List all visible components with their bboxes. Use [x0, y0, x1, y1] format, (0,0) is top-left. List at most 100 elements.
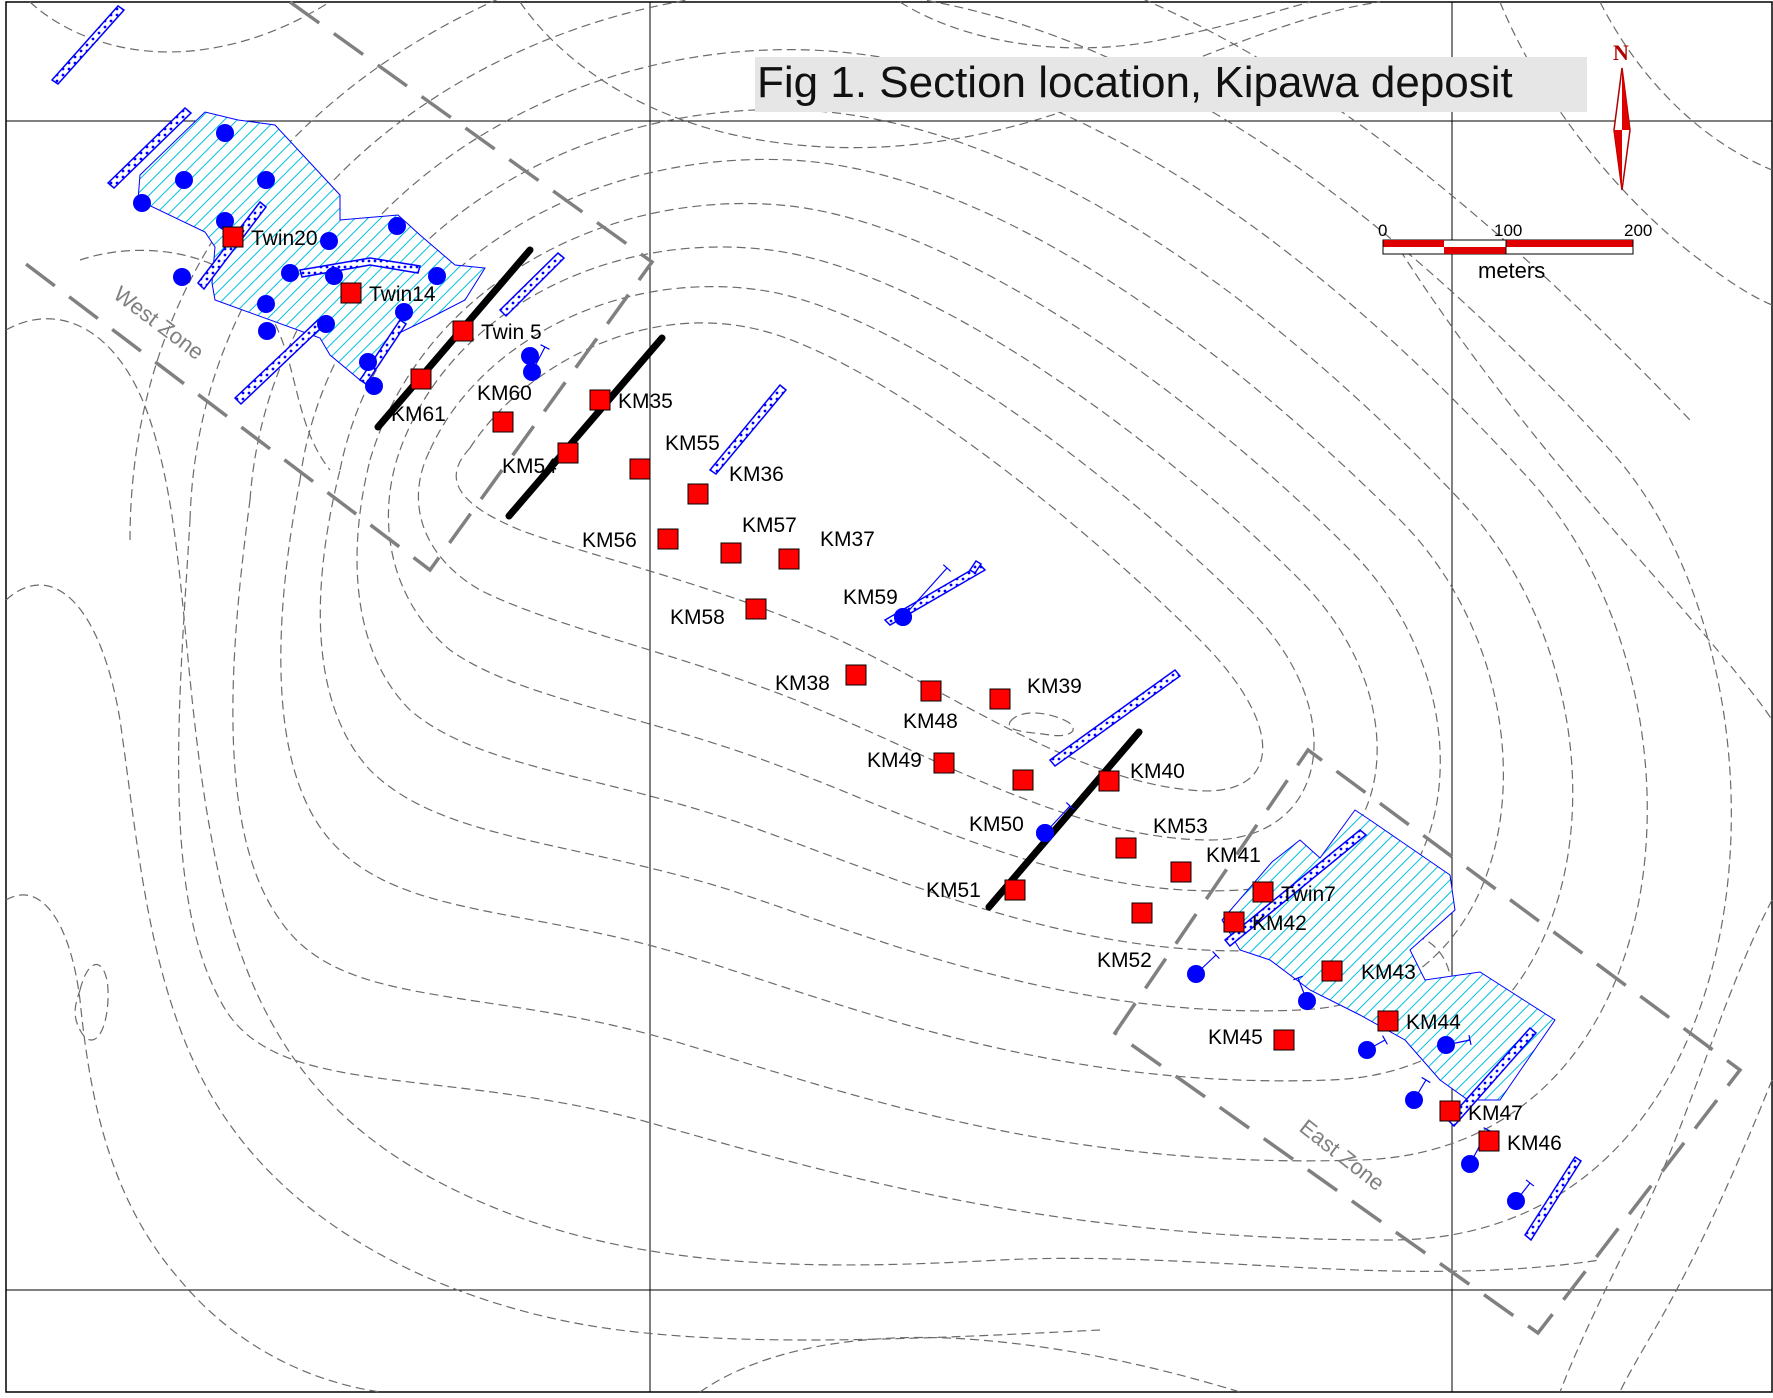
blue-drill-hole — [175, 171, 193, 189]
west-zone-outline — [12, 0, 655, 573]
drill-hole-km38 — [845, 664, 867, 686]
hole-trace-end — [1468, 1034, 1472, 1046]
blue-drill-hole — [521, 347, 539, 365]
label-twin7: Twin7 — [1281, 883, 1336, 906]
label-km48: KM48 — [903, 710, 958, 733]
scale-unit: meters — [1478, 258, 1545, 283]
scale-bar: 0 100 200 meters — [1378, 221, 1652, 283]
label-km36: KM36 — [729, 463, 784, 486]
blue-drill-hole — [216, 212, 234, 230]
label-km60: KM60 — [477, 382, 532, 405]
label-twin-5: Twin 5 — [481, 321, 542, 344]
blue-drill-hole — [523, 363, 541, 381]
red-drill-holes — [222, 226, 1500, 1152]
label-km46: KM46 — [1507, 1132, 1562, 1155]
blue-drill-hole — [359, 353, 377, 371]
label-km47: KM47 — [1468, 1102, 1523, 1125]
blue-drill-hole — [395, 303, 413, 321]
drill-hole-km37 — [778, 548, 800, 570]
hole-trace-end — [1525, 1179, 1535, 1187]
drill-hole-km44 — [1377, 1010, 1399, 1032]
drill-hole-twin14 — [340, 282, 362, 304]
label-km41: KM41 — [1206, 844, 1261, 867]
drill-hole-km50 — [1012, 769, 1034, 791]
blue-drill-hole — [1507, 1192, 1525, 1210]
blue-drill-hole — [428, 267, 446, 285]
blue-drill-hole — [388, 217, 406, 235]
drill-hole-twin-5 — [452, 320, 474, 342]
label-km49: KM49 — [867, 749, 922, 772]
label-km50: KM50 — [969, 813, 1024, 836]
drill-hole-km56 — [657, 528, 679, 550]
blue-drill-hole — [281, 264, 299, 282]
drill-hole-km48 — [920, 680, 942, 702]
blue-drill-hole — [365, 377, 383, 395]
label-km40: KM40 — [1130, 760, 1185, 783]
label-km58: KM58 — [670, 606, 725, 629]
blue-drill-hole — [1461, 1155, 1479, 1173]
blue-drill-hole — [1187, 965, 1205, 983]
label-km52: KM52 — [1097, 949, 1152, 972]
label-km54: KM54 — [502, 455, 557, 478]
drill-hole-km43 — [1321, 960, 1343, 982]
drill-hole-km59 — [894, 608, 912, 626]
label-twin20: Twin20 — [251, 227, 318, 250]
title-box — [755, 57, 1587, 112]
scale-tick-100: 100 — [1494, 221, 1522, 240]
drill-hole-km61 — [410, 368, 432, 390]
blue-drill-hole — [173, 268, 191, 286]
drill-hole-km54 — [557, 442, 579, 464]
east-zone-label: East Zone — [1295, 1114, 1389, 1195]
blue-drill-hole — [1298, 992, 1316, 1010]
blue-drill-hole — [325, 267, 343, 285]
label-km59: KM59 — [843, 586, 898, 609]
label-km53: KM53 — [1153, 815, 1208, 838]
map-frame — [5, 1, 1773, 1393]
drill-hole-km57 — [720, 542, 742, 564]
blue-drill-hole — [317, 315, 335, 333]
drill-hole-km36 — [687, 483, 709, 505]
label-km51: KM51 — [926, 879, 981, 902]
drill-hole-km42 — [1223, 911, 1245, 933]
label-km35: KM35 — [618, 390, 673, 413]
coordinate-grid — [6, 2, 1772, 1392]
drill-hole-km39 — [989, 688, 1011, 710]
blue-drill-hole — [1405, 1091, 1423, 1109]
scale-tick-0: 0 — [1378, 221, 1387, 240]
map-title: Fig 1. Section location, Kipawa deposit — [757, 58, 1513, 107]
label-km57: KM57 — [742, 514, 797, 537]
drill-hole-twin20 — [222, 226, 244, 248]
zone-outlines — [12, 0, 1743, 1336]
drill-hole-km40 — [1098, 770, 1120, 792]
hole-trace-end — [540, 344, 550, 350]
label-km39: KM39 — [1027, 675, 1082, 698]
drill-hole-km60 — [492, 411, 514, 433]
section-line-2 — [505, 334, 666, 520]
hole-trace-end — [1065, 802, 1075, 810]
label-km55: KM55 — [665, 432, 720, 455]
hole-trace-end — [1382, 1035, 1388, 1045]
hole-trace-end — [1421, 1076, 1431, 1084]
label-km44: KM44 — [1406, 1011, 1461, 1034]
drill-hole-twin7 — [1252, 881, 1274, 903]
west-zone-label: West Zone — [109, 281, 209, 365]
label-km42: KM42 — [1252, 912, 1307, 935]
section-line-3 — [985, 728, 1143, 911]
dikes — [50, 5, 1583, 1242]
label-km37: KM37 — [820, 528, 875, 551]
label-km45: KM45 — [1208, 1026, 1263, 1049]
north-arrow: N — [1613, 40, 1631, 191]
label-km56: KM56 — [582, 529, 637, 552]
label-km43: KM43 — [1361, 961, 1416, 984]
drill-hole-km47 — [1439, 1100, 1461, 1122]
drill-hole-km46 — [1478, 1130, 1500, 1152]
blue-drill-hole — [216, 124, 234, 142]
blue-drill-hole — [1437, 1036, 1455, 1054]
drill-hole-km49 — [933, 752, 955, 774]
east-zone-outline — [1112, 747, 1743, 1336]
blue-drill-hole — [133, 194, 151, 212]
hole-trace-end — [1293, 975, 1303, 981]
hole-trace-end — [942, 564, 952, 572]
